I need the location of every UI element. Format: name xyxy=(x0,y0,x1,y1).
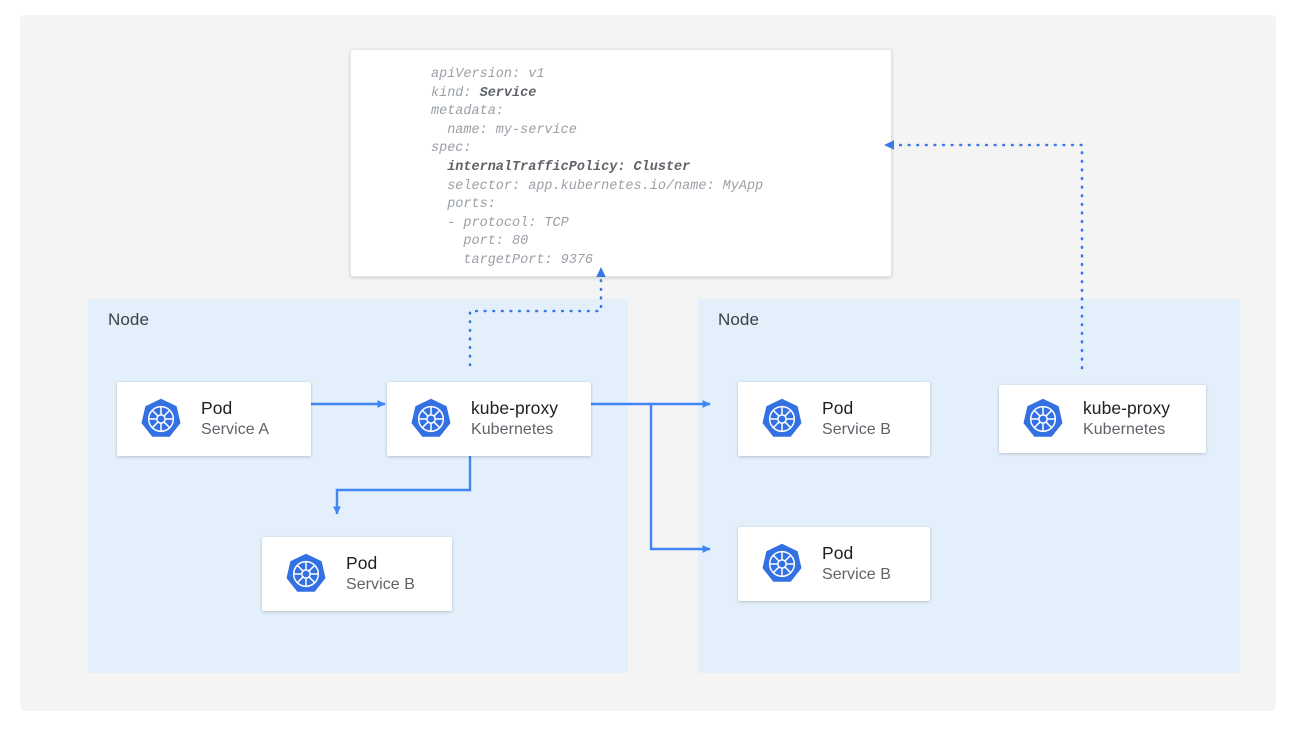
card-subtitle: Service B xyxy=(346,576,415,593)
yaml-line-port: port: 80 xyxy=(431,234,529,250)
node-container-left: Node xyxy=(88,299,628,673)
yaml-line-apiversion: apiVersion: v1 xyxy=(431,67,545,82)
yaml-line-metadata: metadata: xyxy=(431,104,504,120)
kubernetes-icon xyxy=(762,398,802,437)
node-container-right: Node xyxy=(698,299,1240,673)
card-subtitle: Service A xyxy=(201,421,270,438)
node-label-left: Node xyxy=(108,310,150,329)
yaml-line-spec: spec: xyxy=(431,141,472,157)
card-title: kube-proxy xyxy=(471,398,559,418)
kubernetes-icon xyxy=(1023,398,1063,437)
card-subtitle: Service B xyxy=(822,566,891,583)
diagram-canvas: apiVersion: v1 kind: Service metadata: n… xyxy=(20,15,1276,711)
node-label-right: Node xyxy=(718,310,760,329)
kubernetes-icon xyxy=(762,543,802,582)
card-pod-a[interactable]: Pod Service A xyxy=(117,382,311,456)
card-title: Pod xyxy=(822,398,854,418)
card-pod-b-right-bottom[interactable]: Pod Service B xyxy=(738,527,930,601)
yaml-line-ports: ports: xyxy=(431,197,496,213)
kubernetes-icon xyxy=(286,553,326,592)
yaml-line-kind: kind: Service xyxy=(431,85,537,101)
card-title: Pod xyxy=(201,398,233,418)
card-title: kube-proxy xyxy=(1083,398,1171,418)
card-pod-b-left[interactable]: Pod Service B xyxy=(262,537,452,611)
yaml-line-targetport: targetPort: 9376 xyxy=(431,252,594,268)
card-kube-proxy-right[interactable]: kube-proxy Kubernetes xyxy=(999,385,1206,453)
card-subtitle: Kubernetes xyxy=(471,421,554,438)
yaml-line-internaltrafficpolicy: internalTrafficPolicy: Cluster xyxy=(431,159,691,175)
card-subtitle: Kubernetes xyxy=(1083,421,1166,438)
yaml-line-selector: selector: app.kubernetes.io/name: MyApp xyxy=(431,178,764,194)
service-manifest-card: apiVersion: v1 kind: Service metadata: n… xyxy=(350,49,892,277)
kubernetes-icon xyxy=(411,398,451,437)
card-kube-proxy-left[interactable]: kube-proxy Kubernetes xyxy=(387,382,591,456)
kubernetes-icon xyxy=(141,398,181,437)
card-title: Pod xyxy=(346,553,378,573)
card-title: Pod xyxy=(822,543,854,563)
service-manifest-code: apiVersion: v1 kind: Service metadata: n… xyxy=(431,66,763,271)
yaml-line-protocol: - protocol: TCP xyxy=(431,215,569,231)
card-pod-b-right-top[interactable]: Pod Service B xyxy=(738,382,930,456)
yaml-line-name: name: my-service xyxy=(431,122,577,138)
card-subtitle: Service B xyxy=(822,421,891,438)
